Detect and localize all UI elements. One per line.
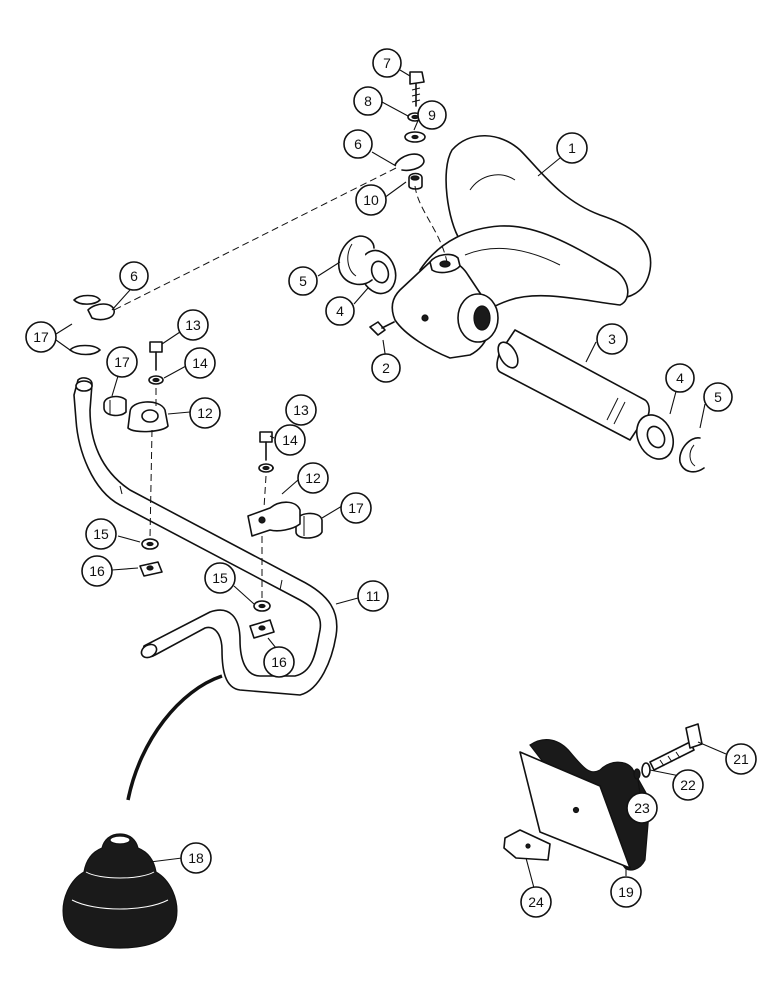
callout-13-left: 13 xyxy=(177,309,209,341)
callout-4-left: 4 xyxy=(325,296,355,326)
callout-15-right-label: 15 xyxy=(212,570,228,586)
callout-15-left-label: 15 xyxy=(93,526,109,542)
callout-10-label: 10 xyxy=(363,192,379,208)
clip-17-middle xyxy=(103,395,127,417)
callout-5-left: 5 xyxy=(288,266,318,296)
callout-7: 7 xyxy=(372,48,402,78)
callout-13-right: 13 xyxy=(285,394,317,426)
callout-7-label: 7 xyxy=(383,55,391,71)
callout-1-label: 1 xyxy=(568,140,576,156)
callout-8-label: 8 xyxy=(364,93,372,109)
callout-6-lower: 6 xyxy=(119,261,149,291)
callout-16-right: 16 xyxy=(263,646,295,678)
callout-23: 23 xyxy=(626,792,658,824)
clip-17-upper xyxy=(69,294,101,356)
leader-lines xyxy=(55,69,727,889)
callout-21: 21 xyxy=(725,743,757,775)
callout-2-label: 2 xyxy=(382,360,390,376)
callout-12-right-label: 12 xyxy=(305,470,321,486)
callout-17-right: 17 xyxy=(340,492,372,524)
callout-12-right: 12 xyxy=(297,462,329,494)
washer-15-right xyxy=(253,600,271,612)
washer-22 xyxy=(641,762,651,778)
callout-18-label: 18 xyxy=(188,850,204,866)
clip-17-right xyxy=(295,512,323,539)
washer-14-left xyxy=(148,375,164,385)
callout-5-right: 5 xyxy=(703,382,733,412)
callout-18: 18 xyxy=(180,842,212,874)
callout-14-left-label: 14 xyxy=(192,355,208,371)
callout-15-left: 15 xyxy=(85,518,117,550)
callout-17-middle-label: 17 xyxy=(114,354,130,370)
bolt-13-right xyxy=(259,431,273,461)
callout-5-left-label: 5 xyxy=(299,273,307,289)
callout-22-label: 22 xyxy=(680,777,696,793)
callout-4-right: 4 xyxy=(665,363,695,393)
bolt-21 xyxy=(649,723,703,771)
ball-joint-10 xyxy=(408,172,423,190)
grease-fitting-2 xyxy=(369,321,395,336)
callout-17-left: 17 xyxy=(25,321,57,353)
alignment-lines xyxy=(149,388,267,600)
callout-16-left-label: 16 xyxy=(89,563,105,579)
callout-23-label: 23 xyxy=(634,800,650,816)
callout-5-right-label: 5 xyxy=(714,389,722,405)
washer-9 xyxy=(404,131,426,143)
nut-16-left xyxy=(139,561,163,577)
callout-22: 22 xyxy=(672,769,704,801)
callout-17-left-label: 17 xyxy=(33,329,49,345)
lever-body xyxy=(391,134,652,359)
callout-14-left: 14 xyxy=(184,347,216,379)
clamp-12-right xyxy=(247,501,301,537)
callout-3-label: 3 xyxy=(608,331,616,347)
callout-13-left-label: 13 xyxy=(185,317,201,333)
clamp-12-left xyxy=(127,401,169,433)
nut-16-right xyxy=(249,619,275,639)
callout-16-left: 16 xyxy=(81,555,113,587)
callout-19-label: 19 xyxy=(618,884,634,900)
callout-4-left-label: 4 xyxy=(336,303,344,319)
callout-11: 11 xyxy=(357,580,389,612)
callout-6-upper: 6 xyxy=(343,129,373,159)
washer-15-left xyxy=(141,538,159,550)
callout-12-left: 12 xyxy=(189,397,221,429)
callout-17-right-label: 17 xyxy=(348,500,364,516)
callout-16-right-label: 16 xyxy=(271,654,287,670)
callout-12-left-label: 12 xyxy=(197,405,213,421)
bolt-7 xyxy=(409,71,425,107)
callout-1: 1 xyxy=(556,132,588,164)
callout-19: 19 xyxy=(610,876,642,908)
callout-6-upper-label: 6 xyxy=(354,136,362,152)
callout-24-label: 24 xyxy=(528,894,544,910)
callout-10: 10 xyxy=(355,184,387,216)
callout-4-right-label: 4 xyxy=(676,370,684,386)
callout-2: 2 xyxy=(371,353,401,383)
control-rod-11 xyxy=(73,377,338,696)
callout-9: 9 xyxy=(417,100,447,130)
washer-right xyxy=(635,414,675,460)
callout-21-label: 21 xyxy=(733,751,749,767)
boot-cable xyxy=(126,674,223,801)
callout-6-lower-label: 6 xyxy=(130,268,138,284)
callout-24: 24 xyxy=(520,886,552,918)
nut-24 xyxy=(503,829,551,861)
callout-9-label: 9 xyxy=(428,107,436,123)
snap-ring-right xyxy=(679,437,705,473)
lock-washer-23 xyxy=(633,768,641,780)
pad-19 xyxy=(519,739,651,871)
callout-15-right: 15 xyxy=(204,562,236,594)
callout-14-right: 14 xyxy=(274,424,306,456)
callout-11-label: 11 xyxy=(366,588,381,604)
snap-ring-left xyxy=(338,235,375,286)
bolt-13-left xyxy=(149,341,163,371)
callout-8: 8 xyxy=(353,86,383,116)
callout-14-right-label: 14 xyxy=(282,432,298,448)
washer-14-right xyxy=(258,463,274,473)
callout-3: 3 xyxy=(596,323,628,355)
callout-13-right-label: 13 xyxy=(293,402,309,418)
callout-17-middle: 17 xyxy=(106,346,138,378)
boot-18 xyxy=(62,833,178,949)
cable-6 xyxy=(87,153,448,321)
